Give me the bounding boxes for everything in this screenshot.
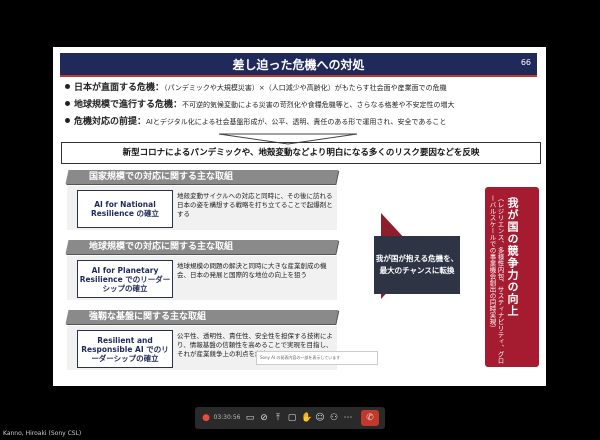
initiative-label: AI for National Resilience の確立 [77, 190, 173, 228]
section-row: AI for National Resilience の確立 地殻変動サイクルへ… [67, 186, 337, 230]
leave-call-icon[interactable]: ✆ [361, 410, 379, 426]
camera-icon[interactable]: ▭ [245, 413, 255, 423]
bullet-item: 危機対応の前提：AIとデジタル化による社会基盤形成が、公平、透明、責任のある形で… [61, 114, 537, 131]
participants-icon[interactable]: ⚇ [329, 413, 339, 423]
section-header: 国家規模での対応に関する主な取組 [65, 170, 339, 184]
bullet-heading: 危機対応の前提： [74, 117, 147, 127]
bullet-dot-icon [65, 118, 70, 123]
initiative-description: 地殻変動サイクルへの対応と同時に、その後に訪れる日本の姿を構想する戦略を打ち立て… [177, 192, 333, 218]
slide-title-bar: 差し迫った危機への対処 66 [60, 53, 537, 77]
bullet-text: AIとデジタル化による社会基盤形成が、公平、透明、責任のある形で運用され、安全で… [146, 118, 447, 126]
section-header: 地球規模での対応に関する主な取組 [65, 240, 339, 254]
bullet-dot-icon [65, 101, 70, 106]
section-row: Resilient and Responsible AI でのリーダーシップの確… [67, 326, 337, 370]
bullet-list: 日本が直面する危機：（パンデミックや大規模災害）×（人口減少や高齢化）がもたらす… [61, 80, 537, 131]
down-arrow-icon [218, 133, 358, 145]
more-options-icon[interactable]: ⋯ [343, 413, 353, 423]
bullet-dot-icon [65, 84, 70, 89]
goal-main-text: 我が国の競争力の向上 [506, 197, 519, 317]
initiative-description: 公平性、透明性、責任性、安全性を担保する技術により、情報基盤の信頼性を高めること… [177, 332, 333, 358]
meeting-toolbar: ● 03:30:56 ▭ ⊘ ⤒ ▢ ✋ ☺ ⚇ ⋯ ✆ [195, 407, 385, 429]
slide-title: 差し迫った危機への対処 [232, 58, 365, 72]
slide-page-number: 66 [520, 58, 531, 67]
goal-sub-text: （レジリエンス、多様性内包、サスティナビリティ、グローバルスケールでの事業機会創… [488, 195, 504, 364]
chat-icon[interactable]: ▢ [287, 413, 297, 423]
goal-panel: 我が国の競争力の向上 （レジリエンス、多様性内包、サスティナビリティ、グローバル… [485, 187, 539, 367]
raise-hand-icon[interactable]: ✋ [301, 413, 313, 423]
presentation-slide: 差し迫った危機への対処 66 日本が直面する危機：（パンデミックや大規模災害）×… [53, 47, 546, 386]
section-row: AI for Planetary Resilience でのリーダーシップの確立… [67, 256, 337, 300]
bullet-heading: 日本が直面する危機： [74, 83, 165, 93]
participant-name: Kanno, Hiroaki (Sony CSL) [3, 430, 82, 437]
bullet-text: 不可逆的気候変動による災害の苛烈化や食糧危機等と、さらなる格差や不安定性の増大 [182, 101, 455, 109]
initiative-description: 地球規模の問題の解決と同時に大きな産業創成の機会、日本の発展と国際的な地位の向上… [177, 262, 327, 279]
initiative-label: AI for Planetary Resilience でのリーダーシップの確立 [77, 260, 173, 298]
microphone-icon[interactable]: ⊘ [260, 413, 268, 423]
record-icon[interactable]: ● [202, 413, 210, 423]
bullet-item: 日本が直面する危機：（パンデミックや大規模災害）×（人口減少や高齢化）がもたらす… [61, 80, 537, 97]
arrow-text: 我が国が抱える危機を、最大のチャンスに転換 [374, 236, 460, 294]
bullet-heading: 地球規模で進行する危機： [74, 100, 183, 110]
notification-toast: Sony AI の発表内容の一部を表示しています [256, 351, 378, 365]
share-screen-icon[interactable]: ⤒ [276, 413, 280, 423]
bullet-text: （パンデミックや大規模災害）×（人口減少や高齢化）がもたらす社会面や産業面での危… [164, 84, 447, 92]
elapsed-time: 03:30:56 [213, 414, 241, 421]
section-header: 強靱な基盤に関する主な取組 [65, 310, 339, 324]
bullet-item: 地球規模で進行する危機：不可逆的気候変動による災害の苛烈化や食糧危機等と、さらな… [61, 97, 537, 114]
summary-box: 新型コロナによるパンデミックや、地殻変動などより明白になる多くのリスク要因などを… [61, 142, 541, 164]
initiative-label: Resilient and Responsible AI でのリーダーシップの確… [77, 330, 173, 368]
reactions-icon[interactable]: ☺ [315, 413, 325, 423]
